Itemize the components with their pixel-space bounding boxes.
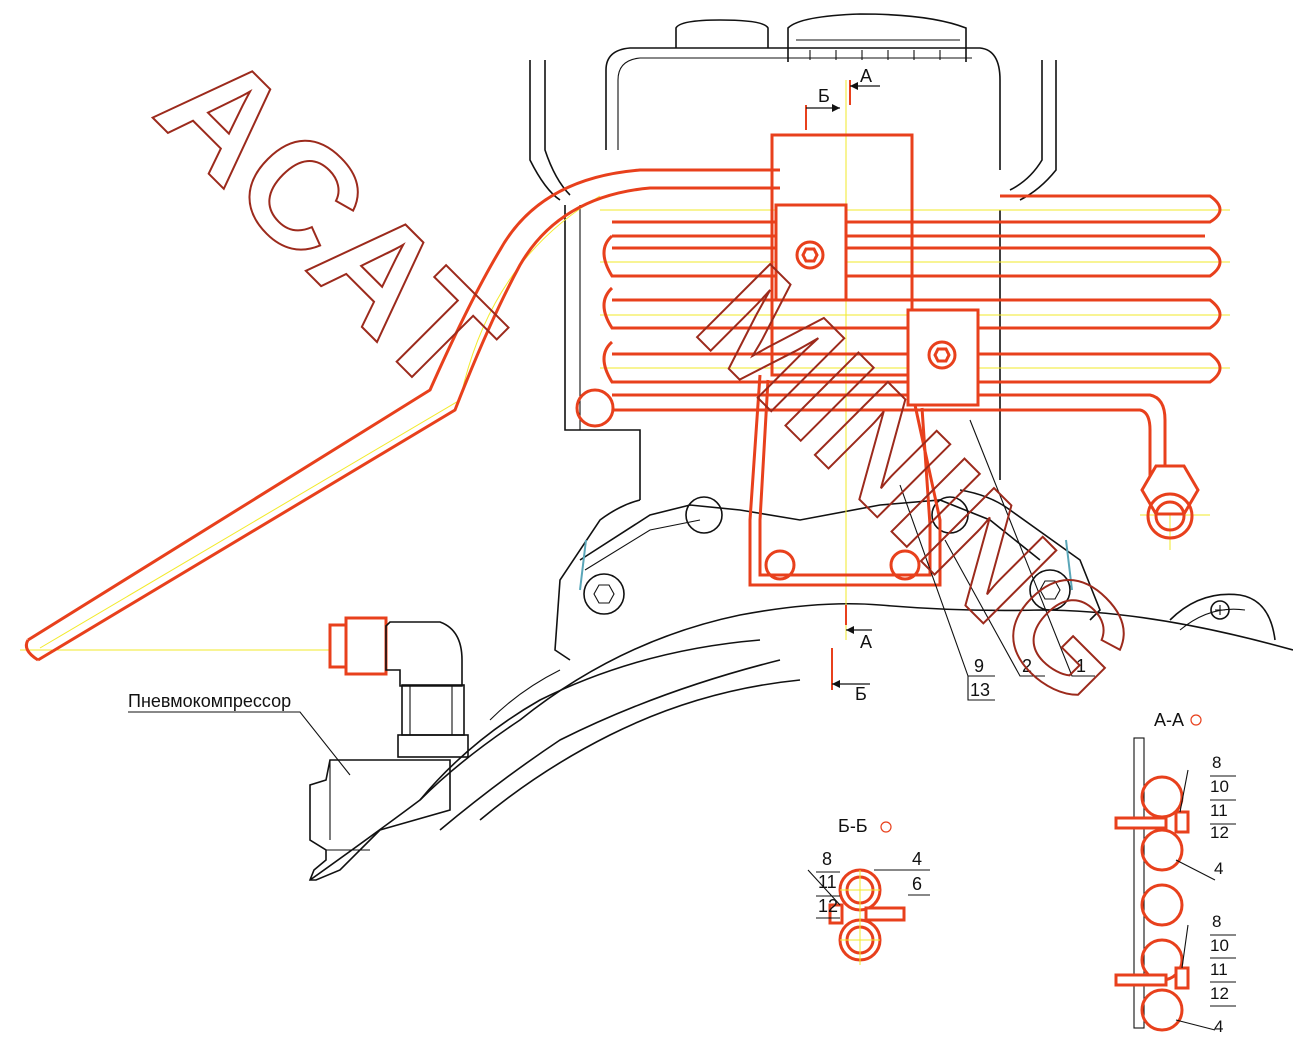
brake-pipe-coil [24, 133, 1222, 687]
section-bb-title: Б-Б [838, 816, 868, 836]
section-bb-detail [807, 821, 930, 965]
callout-2: 2 [1022, 656, 1032, 676]
bb-callout-12: 12 [818, 896, 838, 916]
bb-callout-4: 4 [912, 849, 922, 869]
bb-callout-6: 6 [912, 874, 922, 894]
aa-callout-4-bottom: 4 [1214, 1017, 1223, 1036]
aa-callout-8-top: 8 [1212, 753, 1221, 772]
cut-label-a-top: А [860, 66, 872, 86]
callout-13: 13 [970, 680, 990, 700]
callout-1: 1 [1076, 656, 1086, 676]
watermark: ACAT MINING [126, 18, 1170, 737]
cut-label-a-bottom: А [860, 632, 872, 652]
aa-callout-8-bottom: 8 [1212, 912, 1221, 931]
cut-label-b-top: Б [818, 86, 830, 106]
compressor-leader [128, 711, 351, 776]
callout-9: 9 [974, 656, 984, 676]
cut-label-b-bottom: Б [855, 684, 867, 704]
aa-callout-4-top: 4 [1214, 859, 1223, 878]
aa-callout-12-bottom: 12 [1210, 984, 1229, 1003]
bb-callout-11: 11 [818, 872, 837, 892]
compressor-label: Пневмокомпрессор [128, 691, 291, 711]
section-aa-detail [1114, 714, 1236, 1032]
bb-underlines [816, 871, 840, 919]
aa-callout-11-bottom: 11 [1210, 960, 1228, 979]
aa-callout-11-top: 11 [1210, 801, 1228, 820]
section-aa-title: А-А [1154, 710, 1184, 730]
aa-callout-12-top: 12 [1210, 823, 1229, 842]
main-callout-leaders [899, 419, 1095, 701]
aa-callout-10-bottom: 10 [1210, 936, 1229, 955]
watermark-acat: ACAT [127, 19, 533, 425]
section-markers [805, 80, 880, 690]
bb-callout-8: 8 [822, 849, 832, 869]
aa-callout-10-top: 10 [1210, 777, 1229, 796]
engine-outline [308, 13, 1293, 881]
centerlines [20, 80, 1230, 651]
